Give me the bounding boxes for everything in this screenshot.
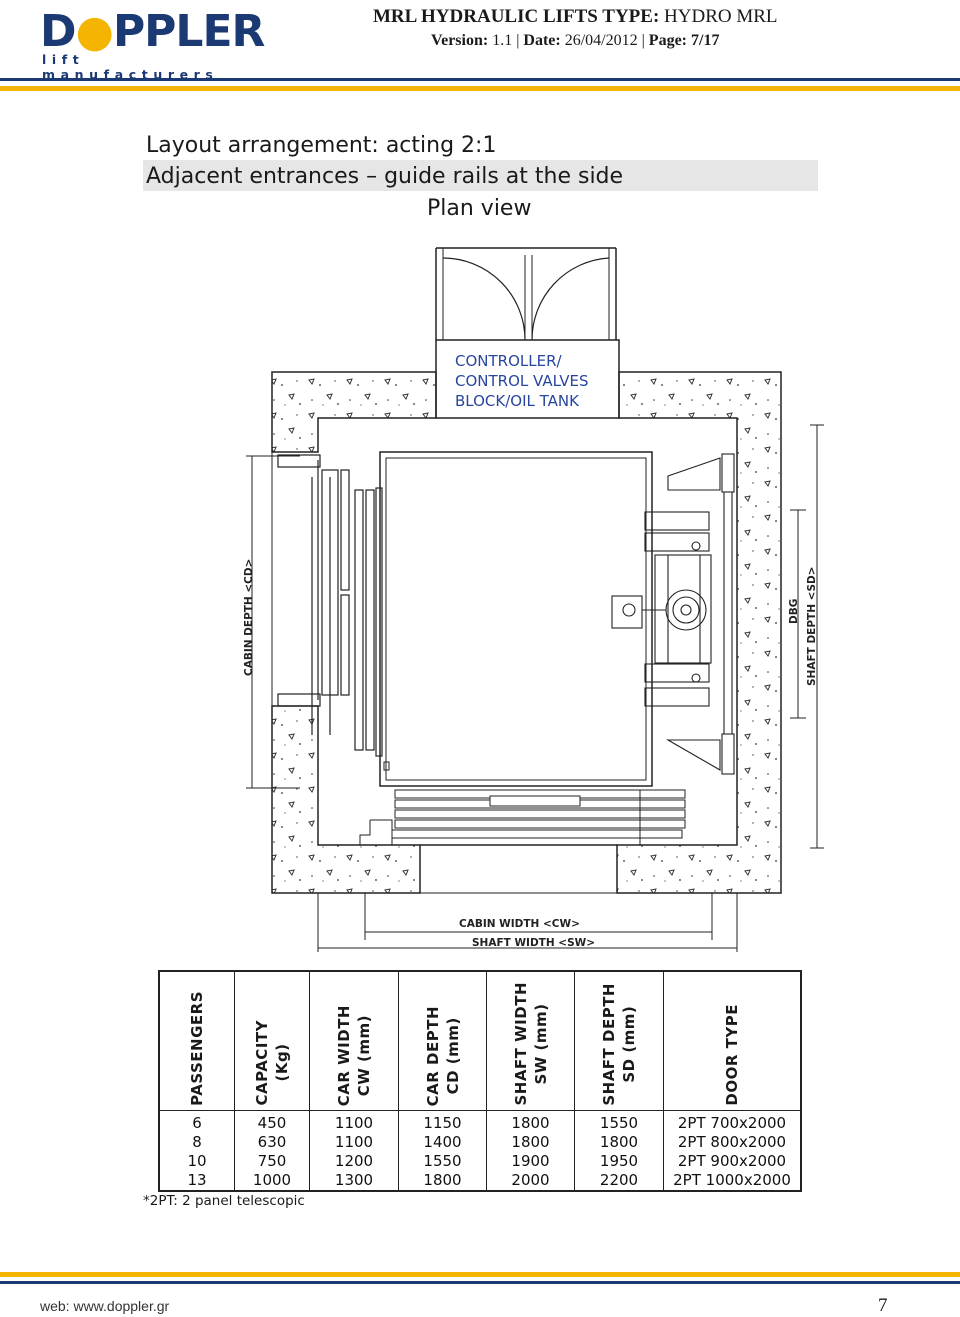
- machine-room-doors: [435, 247, 617, 341]
- date-value: 26/04/2012: [564, 32, 638, 49]
- doppler-logo: D●PPLER lift manufacturers: [40, 8, 265, 83]
- plan-view-drawing: CONTROLLER/ CONTROL VALVES BLOCK/OIL TAN…: [243, 247, 824, 952]
- heading-highlight: [143, 160, 818, 191]
- document-meta: Version: 1.1 | Date: 26/04/2012 | Page: …: [431, 32, 720, 49]
- footer-rule-blue: [0, 1281, 960, 1284]
- shaft-walls: [271, 371, 782, 894]
- header-text: CAR WIDTH: [335, 1004, 353, 1106]
- header-unit: CD (mm): [443, 1017, 462, 1095]
- table-cell: 630: [234, 1133, 310, 1152]
- controller-label-2: CONTROL VALVES: [455, 372, 589, 390]
- table-cell: 750: [234, 1152, 310, 1171]
- version-value: 1.1: [492, 32, 513, 49]
- table-cell: 2PT 900x2000: [663, 1152, 802, 1171]
- layout-heading: Layout arrangement: acting 2:1: [146, 133, 497, 158]
- header-text: DOOR TYPE: [723, 1004, 741, 1106]
- guide-rail-assembly: [611, 453, 735, 775]
- dimension-lines: [246, 424, 824, 952]
- car-enclosure: [379, 451, 653, 787]
- header-unit: (Kg): [273, 1044, 291, 1083]
- page-number: 7: [878, 1295, 888, 1316]
- dbg-label: DBG: [788, 599, 800, 624]
- header-unit: CW (mm): [355, 1014, 373, 1096]
- table-cell: 1100: [309, 1133, 399, 1152]
- col-capacity: CAPACITY(Kg): [234, 970, 310, 1111]
- col-door-type: DOOR TYPE: [663, 970, 802, 1111]
- table-cell: 1400: [398, 1133, 487, 1152]
- header-text: PASSENGERS: [188, 991, 206, 1106]
- header-text: SHAFT WIDTH: [511, 982, 530, 1106]
- table-cell: 1100: [309, 1110, 399, 1133]
- table-cell: 2PT 800x2000: [663, 1133, 802, 1152]
- table-cell: 1300: [309, 1171, 399, 1191]
- table-cell: 1550: [574, 1110, 664, 1133]
- table-cell: 1800: [486, 1133, 575, 1152]
- table-cell: 13: [158, 1171, 235, 1191]
- entrance-heading: Adjacent entrances – guide rails at the …: [146, 164, 624, 189]
- footer-rule-gold: [0, 1272, 960, 1277]
- shaft-depth-label: SHAFT DEPTH <SD>: [806, 566, 818, 686]
- table-cell: 6: [158, 1110, 235, 1133]
- title-lifts-type: MRL HYDRAULIC LIFTS TYPE:: [373, 6, 660, 27]
- table-cell: 1800: [486, 1110, 575, 1133]
- controller-label-1: CONTROLLER/: [455, 352, 563, 370]
- header-text: CAR DEPTH: [423, 1005, 442, 1106]
- header-text: SHAFT DEPTH: [600, 983, 618, 1106]
- page-value: 7/17: [691, 32, 720, 49]
- table-cell: 1800: [574, 1133, 664, 1152]
- version-label: Version:: [431, 32, 489, 49]
- logo-wordmark: D●PPLER: [40, 6, 265, 57]
- door-type-note: *2PT: 2 panel telescopic: [143, 1193, 305, 1209]
- table-cell: 8: [158, 1133, 235, 1152]
- table-cell: 10: [158, 1152, 235, 1171]
- table-cell: 1900: [486, 1152, 575, 1171]
- front-entrance-door: [359, 789, 686, 845]
- title-model: HYDRO MRL: [664, 6, 778, 27]
- controller-label-3: BLOCK/OIL TANK: [455, 392, 580, 410]
- table-cell: 1800: [398, 1171, 487, 1191]
- cabin-width-label: CABIN WIDTH <CW>: [459, 918, 580, 930]
- page-label: Page:: [648, 32, 687, 49]
- col-passengers: PASSENGERS: [158, 970, 235, 1111]
- controller-block: [435, 339, 620, 419]
- header-unit: SD (mm): [620, 1006, 638, 1084]
- table-cell: 2PT 1000x2000: [663, 1171, 802, 1191]
- header-rule-gold: [0, 86, 960, 91]
- table-cell: 1550: [398, 1152, 487, 1171]
- table-cell: 2000: [486, 1171, 575, 1191]
- table-cell: 2PT 700x2000: [663, 1110, 802, 1133]
- table-cell: 1200: [309, 1152, 399, 1171]
- header-unit: SW (mm): [531, 1003, 550, 1085]
- website-text: web: www.doppler.gr: [40, 1298, 170, 1314]
- side-entrance-door: [277, 454, 383, 757]
- date-label: Date:: [523, 32, 561, 49]
- table-cell: 1150: [398, 1110, 487, 1133]
- cabin-depth-label: CABIN DEPTH <CD>: [243, 559, 255, 676]
- header-text: CAPACITY: [253, 1020, 271, 1106]
- table-cell: 450: [234, 1110, 310, 1133]
- shaft-width-label: SHAFT WIDTH <SW>: [472, 937, 595, 949]
- plan-view-heading: Plan view: [427, 196, 532, 221]
- table-cell: 2200: [574, 1171, 664, 1191]
- header-rule-blue: [0, 78, 960, 81]
- table-cell: 1000: [234, 1171, 310, 1191]
- document-title: MRL HYDRAULIC LIFTS TYPE: HYDRO MRL: [373, 6, 778, 28]
- table-cell: 1950: [574, 1152, 664, 1171]
